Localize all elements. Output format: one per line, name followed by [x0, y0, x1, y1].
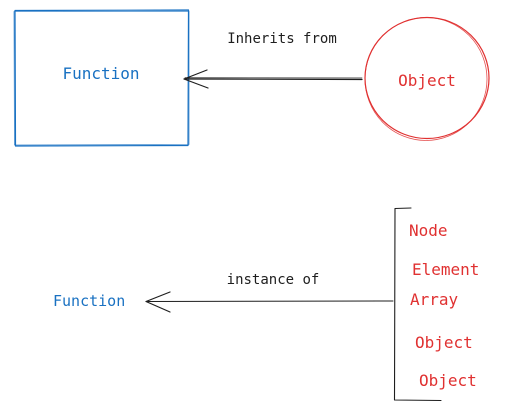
list-item[interactable]: Object: [415, 333, 473, 352]
instance-of-diagram: Function instance of Node Element Array …: [53, 207, 479, 402]
inherits-from-label: Inherits from: [227, 31, 337, 47]
list-item[interactable]: Array: [410, 290, 459, 309]
inheritance-diagram: Function Object Inherits from: [13, 9, 490, 147]
list-bracket: [393, 207, 442, 402]
inherits-from-arrow[interactable]: [183, 69, 363, 89]
function-box-label: Function: [62, 64, 139, 83]
instance-of-arrow[interactable]: [145, 291, 394, 313]
function-label: Function: [53, 292, 125, 310]
object-circle-label: Object: [398, 71, 456, 90]
list-item[interactable]: Node: [409, 221, 448, 240]
list-item[interactable]: Element: [412, 260, 479, 279]
object-circle[interactable]: [364, 16, 490, 141]
instance-of-label: instance of: [227, 272, 320, 288]
function-box[interactable]: [13, 9, 190, 147]
list-item[interactable]: Object: [419, 371, 477, 390]
instance-list: Node Element Array Object Object: [409, 221, 479, 390]
